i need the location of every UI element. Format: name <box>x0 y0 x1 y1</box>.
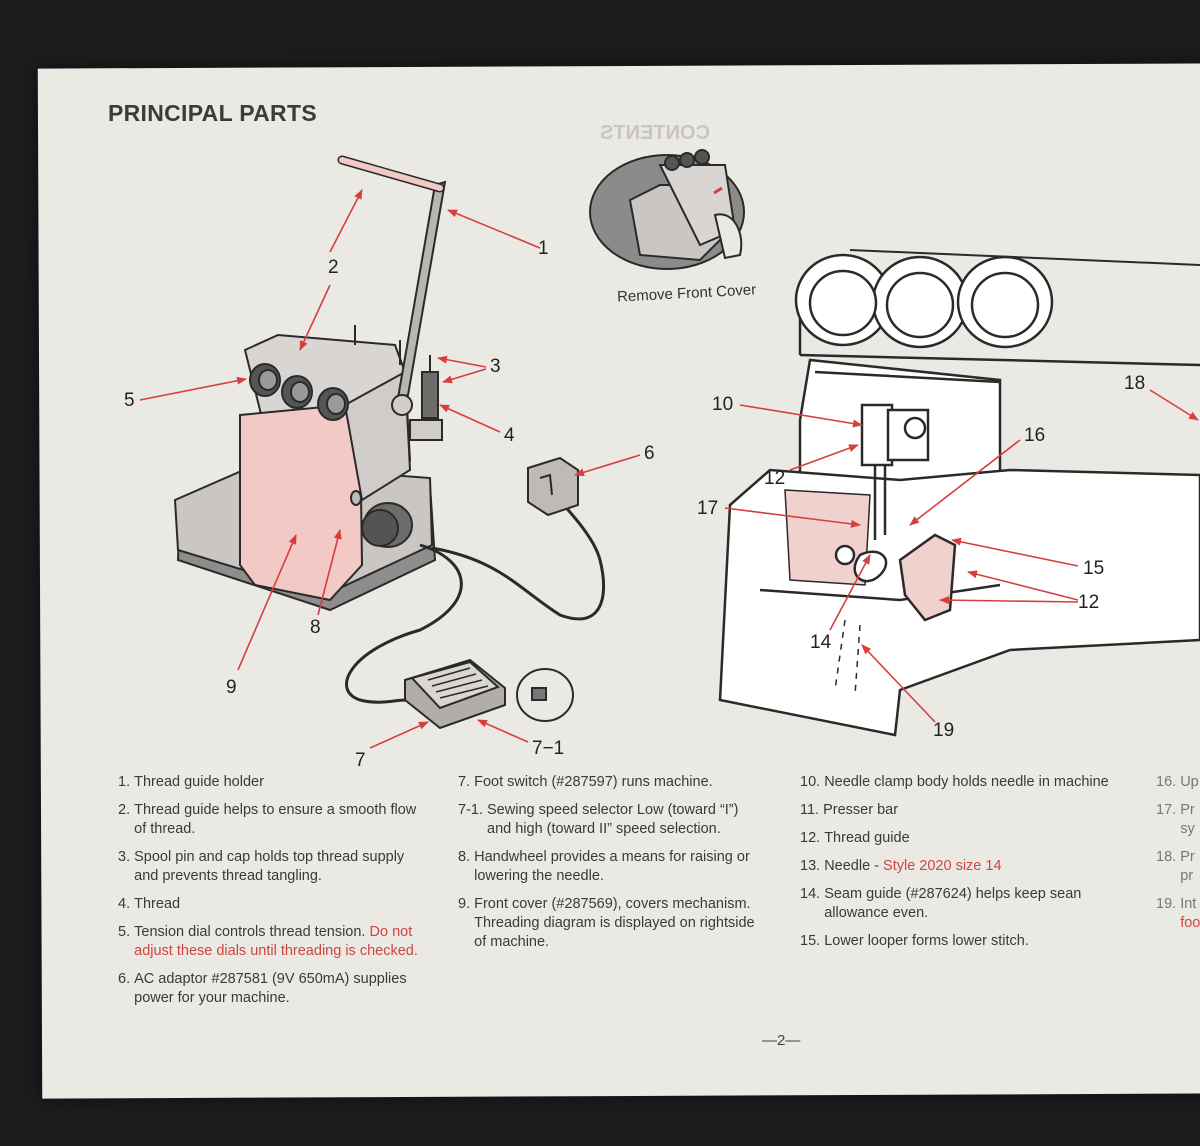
callout-2: 2 <box>328 257 339 278</box>
list-item: 2. Thread guide helps to ensure a smooth… <box>118 802 417 837</box>
page-title: PRINCIPAL PARTS <box>108 100 317 126</box>
callout-18: 18 <box>1124 373 1146 394</box>
callout-7: 7 <box>355 750 366 771</box>
list-item: 14. Seam guide (#287624) helps keep sean… <box>800 886 1082 921</box>
list-item: 12. Thread guide <box>800 830 910 846</box>
list-item: 7. Foot switch (#287597) runs machine. <box>458 774 713 790</box>
pointer-lines <box>139 189 1199 749</box>
list-item: 3. Spool pin and cap holds top thread su… <box>118 849 405 884</box>
list-item: 15. Lower looper forms lower stitch. <box>800 933 1029 949</box>
list-item: 7-1. Sewing speed selector Low (toward “… <box>458 802 739 837</box>
remove-front-cover-inset <box>589 149 745 270</box>
callout-1: 1 <box>538 238 549 259</box>
callout-9: 9 <box>226 677 237 698</box>
needle-spec-note: Style 2020 size 14 <box>883 858 1002 874</box>
callout-16: 16 <box>1024 425 1046 446</box>
callout-19: 19 <box>933 720 955 741</box>
list-item: 9. Front cover (#287569), covers mechani… <box>458 896 755 950</box>
parts-list-column-3: 10. Needle clamp body holds needle in ma… <box>800 773 1122 960</box>
list-item: 17. Pr sy <box>1156 802 1195 837</box>
callout-12-upper: 12 <box>764 468 786 489</box>
list-item: 5. Tension dial controls thread tension.… <box>118 924 418 959</box>
callout-15: 15 <box>1083 558 1105 579</box>
list-item: 6. AC adaptor #287581 (9V 650mA) supplie… <box>118 971 407 1006</box>
needle-area-closeup-drawing <box>718 249 1200 737</box>
parts-list-column-4-cropped: 16. Up 17. Pr sy 18. Pr pr 19. Int foo <box>1156 773 1200 942</box>
list-item: 16. Up <box>1156 774 1199 790</box>
callout-7-1: 7−1 <box>532 738 565 759</box>
page-number: —2— <box>762 1032 801 1049</box>
list-item: 11. Presser bar <box>800 802 899 818</box>
list-item: 19. Int foo <box>1156 896 1200 931</box>
callout-6: 6 <box>644 443 655 464</box>
callout-5: 5 <box>124 390 135 411</box>
callout-17: 17 <box>697 498 719 519</box>
callout-12-lower: 12 <box>1078 592 1100 613</box>
parts-list-column-2: 7. Foot switch (#287597) runs machine. 7… <box>458 773 758 961</box>
list-item: 8. Handwheel provides a means for raisin… <box>458 849 750 884</box>
list-item: 18. Pr pr <box>1156 849 1195 884</box>
list-item: 10. Needle clamp body holds needle in ma… <box>800 774 1109 790</box>
callout-4: 4 <box>504 425 515 446</box>
parts-list-column-1: 1. Thread guide holder 2. Thread guide h… <box>118 773 420 1017</box>
list-item: 13. Needle - Style 2020 size 14 <box>800 858 1002 874</box>
serger-machine-drawing <box>173 155 606 730</box>
warning-note: Do not adjust these dials until threadin… <box>134 924 418 959</box>
list-item: 4. Thread <box>118 896 181 912</box>
callout-14: 14 <box>810 632 832 653</box>
callout-8: 8 <box>310 617 321 638</box>
callout-10: 10 <box>712 394 734 415</box>
list-item: 1. Thread guide holder <box>118 774 264 790</box>
callout-3: 3 <box>490 356 501 377</box>
